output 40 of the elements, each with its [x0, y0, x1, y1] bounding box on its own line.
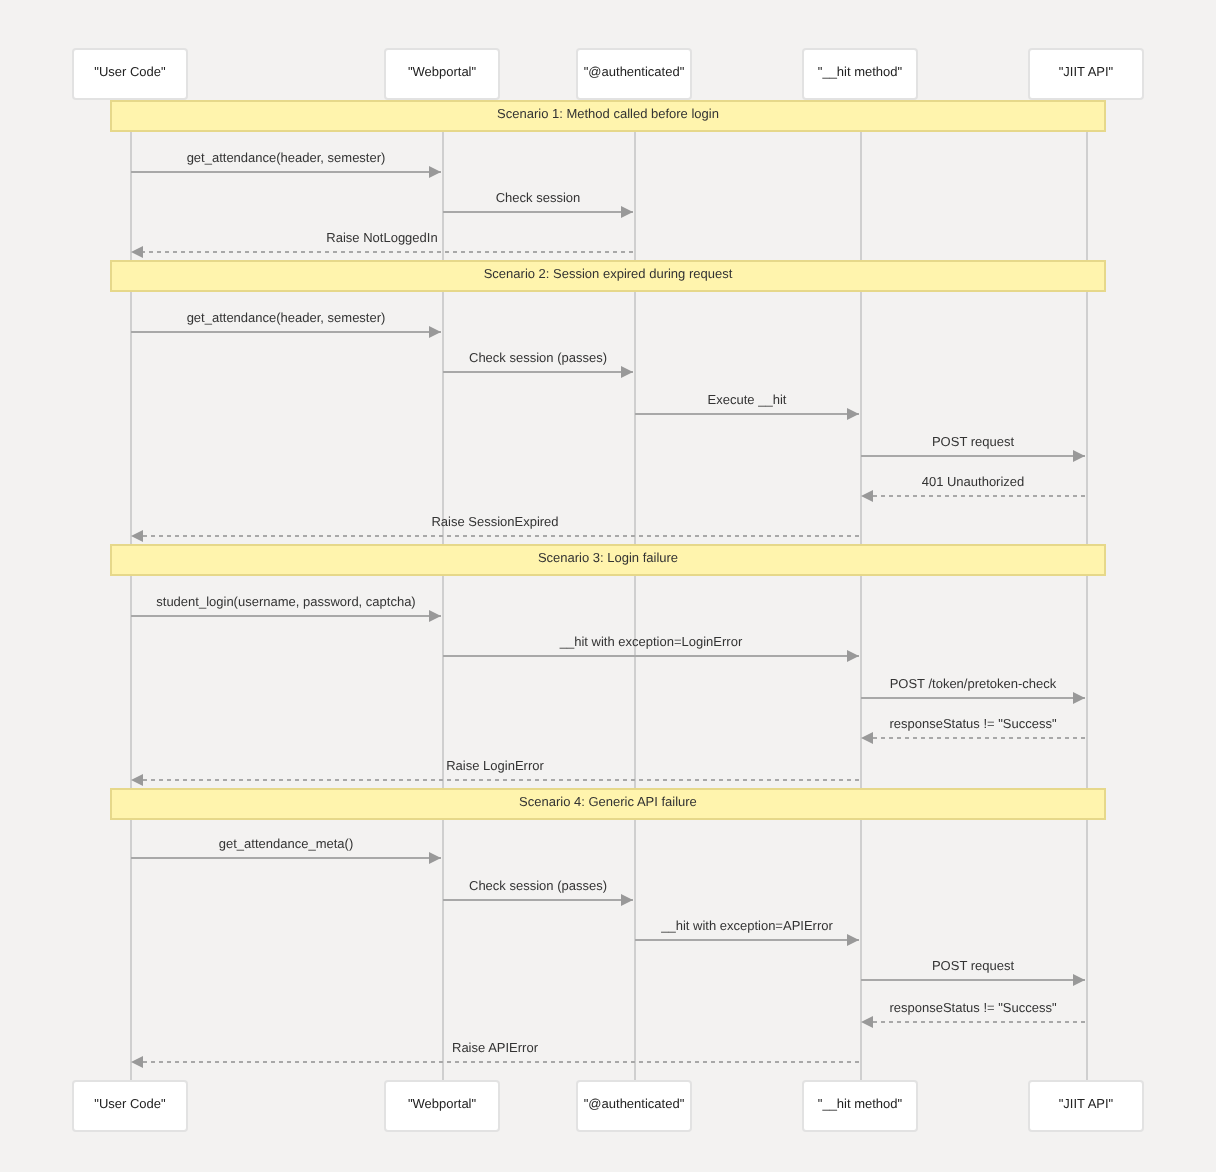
arrow [442, 206, 634, 218]
return-arrow [860, 490, 1086, 502]
arrow [634, 408, 860, 420]
lifeline [441, 292, 443, 544]
lifeline [1085, 132, 1087, 260]
arrow [442, 650, 860, 662]
arrow [442, 894, 634, 906]
arrow [130, 166, 442, 178]
lifeline [859, 132, 861, 260]
return-arrow [130, 530, 860, 542]
lifeline [441, 820, 443, 1080]
lifeline [1085, 292, 1087, 544]
return-arrow [130, 774, 860, 786]
lifeline [633, 292, 635, 544]
return-arrow [130, 246, 634, 258]
lifeline [441, 132, 443, 260]
lifeline [129, 576, 131, 788]
lifeline [859, 292, 861, 544]
arrow [130, 326, 442, 338]
lifeline [859, 820, 861, 1080]
arrow [860, 692, 1086, 704]
return-arrow [130, 1056, 860, 1068]
lifeline [1085, 576, 1087, 788]
arrow [634, 934, 860, 946]
return-arrow [860, 732, 1086, 744]
lifeline [633, 576, 635, 788]
lifeline [859, 576, 861, 788]
lifeline [1085, 820, 1087, 1080]
arrow [130, 610, 442, 622]
lifeline [129, 132, 131, 260]
return-arrow [860, 1016, 1086, 1028]
lifeline [129, 820, 131, 1080]
arrow [130, 852, 442, 864]
lifeline [633, 132, 635, 260]
lifeline [441, 576, 443, 788]
arrow [860, 974, 1086, 986]
lifeline [633, 820, 635, 1080]
arrow [442, 366, 634, 378]
lifeline [129, 292, 131, 544]
arrow [860, 450, 1086, 462]
